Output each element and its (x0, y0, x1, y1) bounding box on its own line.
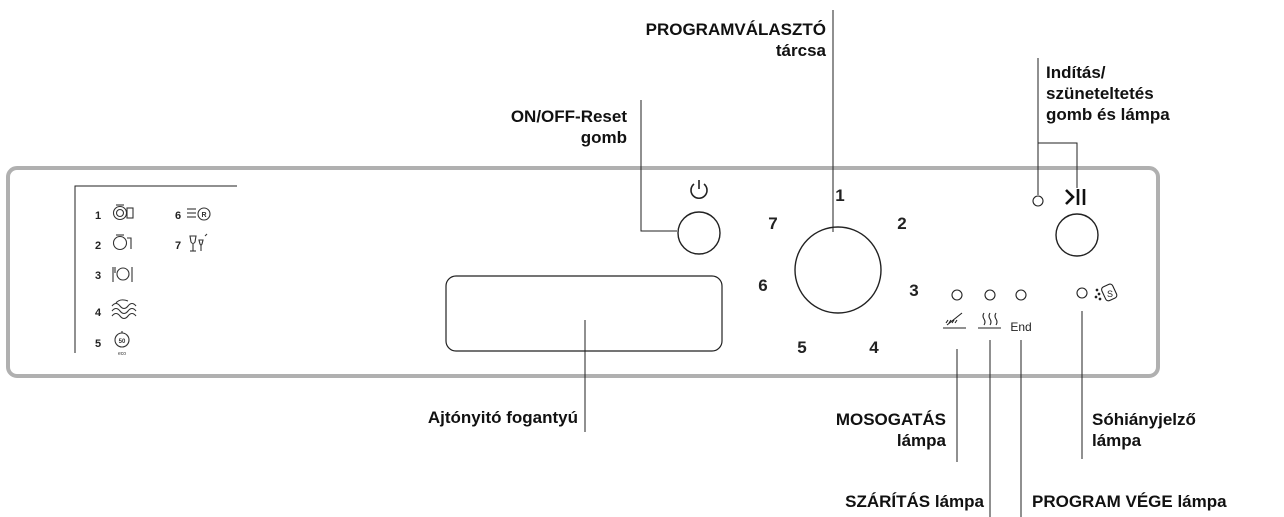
drying-lamp (984, 289, 996, 301)
start-pause-leader (1037, 142, 1078, 195)
eco-badge-number: 50 (119, 339, 126, 345)
program-number-4: 4 (95, 307, 102, 319)
washing-lamp-title: MOSOGATÁS (835, 410, 946, 429)
program-dial[interactable] (794, 226, 882, 314)
intensive-icon (112, 204, 134, 221)
salt-lamp-title: Sóhiányjelző (1092, 410, 1196, 429)
rapid-icon (187, 207, 211, 221)
rinse-icon (111, 299, 137, 320)
program-number-3: 3 (95, 270, 101, 282)
program-selector-subtitle: tárcsa (775, 41, 826, 60)
salt-symbol: S (1107, 289, 1113, 299)
eco-badge-label: eco (118, 351, 126, 357)
control-panel-frame (6, 166, 1160, 378)
dial-number-2: 2 (897, 214, 906, 233)
salt-lamp-subtitle: lámpa (1092, 431, 1142, 450)
end-label: End (1010, 320, 1031, 334)
salt-lamp-callout: Sóhiányjelző lámpa (1092, 409, 1196, 451)
program-number-5: 5 (95, 338, 101, 350)
start-pause-line-2: szüneteltetés (1046, 84, 1154, 103)
play-pause-icon (1065, 189, 1086, 205)
program-number-6: 6 (175, 210, 181, 222)
rapid-icon-letter: R (201, 212, 206, 219)
start-pause-button[interactable] (1055, 213, 1099, 257)
dial-number-5: 5 (797, 338, 806, 357)
crystal-icon (189, 233, 208, 252)
start-pause-callout: Indítás/ szüneteltetés gomb és lámpa (1046, 62, 1170, 125)
eco-icon (114, 331, 130, 348)
on-off-reset-callout: ON/OFF-Reset gomb (511, 106, 627, 148)
program-selector-title: PROGRAMVÁLASZTÓ (645, 20, 826, 39)
program-list-bracket (74, 185, 237, 353)
drying-lamp-callout: SZÁRÍTÁS lámpa (845, 491, 984, 512)
on-off-reset-title: ON/OFF-Reset (510, 107, 627, 126)
program-end-lamp-label: PROGRAM VÉGE lámpa (1032, 492, 1227, 511)
dial-number-7: 7 (768, 214, 777, 233)
washing-lamp-callout: MOSOGATÁS lámpa (836, 409, 946, 451)
program-number-1: 1 (95, 210, 101, 222)
on-off-reset-subtitle: gomb (580, 128, 627, 147)
program-end-lamp-callout: PROGRAM VÉGE lámpa (1032, 491, 1227, 512)
on-off-leader (640, 100, 677, 232)
drying-lamp-label: SZÁRÍTÁS lámpa (845, 492, 984, 511)
start-pause-line-1: Indítás/ (1046, 63, 1106, 82)
washing-lamp (951, 289, 963, 301)
start-pause-line-3: gomb és lámpa (1046, 105, 1170, 124)
program-end-lamp (1015, 289, 1027, 301)
power-icon (690, 180, 708, 199)
program-number-7: 7 (175, 240, 181, 252)
start-pause-lamp (1032, 195, 1044, 207)
dial-number-6: 6 (758, 276, 767, 295)
salt-lamp (1076, 287, 1088, 299)
door-handle-callout: Ajtónyitó fogantyú (428, 407, 578, 428)
door-handle-label: Ajtónyitó fogantyú (427, 408, 578, 427)
normal-icon (112, 234, 132, 251)
on-off-reset-button[interactable] (677, 211, 721, 255)
drying-icon (978, 312, 1001, 329)
door-handle[interactable] (445, 275, 723, 352)
dial-number-4: 4 (869, 338, 879, 357)
dial-number-3: 3 (909, 281, 918, 300)
dial-number-1: 1 (835, 186, 844, 205)
program-number-2: 2 (95, 240, 101, 252)
washing-lamp-subtitle: lámpa (896, 431, 946, 450)
washing-icon (943, 312, 966, 329)
salt-icon (1094, 283, 1118, 302)
program-selector-callout: PROGRAMVÁLASZTÓ tárcsa (646, 19, 826, 61)
daily-icon (112, 267, 133, 282)
